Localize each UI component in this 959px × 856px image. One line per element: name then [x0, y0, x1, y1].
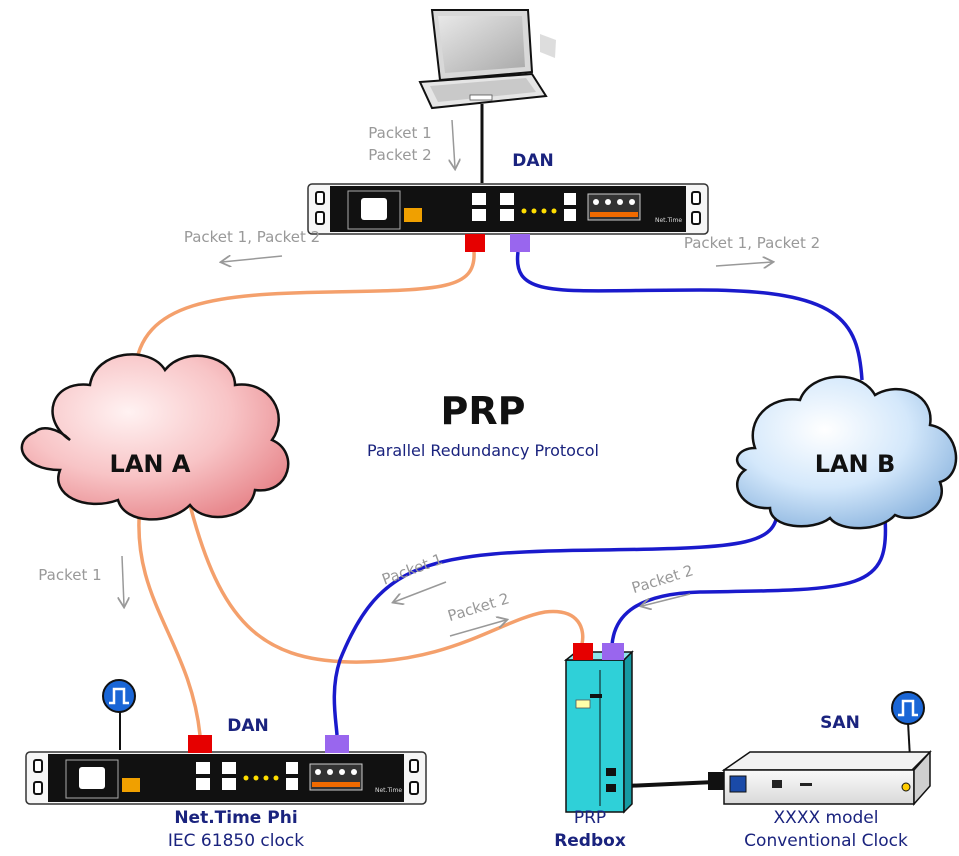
top-dan-switch: Net.Time: [307, 183, 709, 235]
page-title: PRP: [441, 389, 526, 433]
top-switch-role: DAN: [512, 151, 554, 171]
redbox-label-2: Redbox: [554, 831, 626, 851]
prp-redbox: [563, 650, 634, 814]
arrow-mid-1: [394, 581, 447, 602]
bottom-clock-desc: IEC 61850 clock: [168, 831, 304, 851]
arrow-mid-2: [449, 620, 506, 637]
lan-a-cable-redbox: [188, 504, 585, 664]
top-port-b: [510, 234, 530, 252]
packet-left-top: Packet 1, Packet 2: [184, 228, 320, 246]
redbox-san-cable: [625, 780, 716, 788]
lan-b-cable-redbox: [610, 517, 888, 646]
san-label-1: XXXX model: [774, 808, 879, 828]
san-role: SAN: [820, 713, 860, 733]
san-conventional-clock: [721, 750, 932, 806]
clock-port-b: [325, 735, 349, 753]
top-switch-brand: Net.Time: [655, 217, 682, 224]
packet-right-top: Packet 1, Packet 2: [684, 234, 820, 252]
lan-a-label: LAN A: [110, 450, 191, 478]
lan-b-cable-top: [515, 251, 864, 381]
san-label-2: Conventional Clock: [744, 831, 908, 851]
page-subtitle: Parallel Redundancy Protocol: [367, 441, 599, 460]
top-port-a: [465, 234, 485, 252]
redbox-port-b: [602, 643, 624, 660]
arrow-right-2: [642, 593, 691, 606]
lan-b-cloud: [735, 375, 958, 530]
arrow-right-top: [715, 262, 772, 266]
arrow-laptop: [452, 119, 455, 168]
lan-b-label: LAN B: [815, 450, 896, 478]
cables: [119, 104, 911, 790]
laptop-icon: [418, 9, 556, 110]
bottom-dan-clock: Net.Time: [25, 751, 427, 805]
redbox-port-a: [573, 643, 593, 660]
packet-mid-1: Packet 1: [379, 550, 445, 589]
redbox-label-1: PRP: [574, 808, 606, 828]
packet-mid-2: Packet 2: [446, 589, 512, 625]
arrow-left-top: [222, 256, 283, 262]
lan-a-cloud: [20, 353, 290, 521]
bottom-clock-name: Net.Time Phi: [174, 808, 297, 828]
clock-port-a: [188, 735, 212, 753]
lan-a-cable-top: [133, 251, 476, 373]
packet-laptop-2: Packet 2: [368, 146, 431, 164]
lan-a-cable-clock: [137, 504, 202, 736]
clock-pulse-icon: [102, 679, 136, 713]
bottom-clock-brand: Net.Time: [375, 787, 402, 794]
lan-b-cable-clock: [332, 504, 780, 736]
san-pulse-icon: [891, 691, 925, 725]
arrow-lan-a-down: [122, 555, 124, 606]
packet-lan-a-down: Packet 1: [38, 566, 101, 584]
packet-laptop-1: Packet 1: [368, 124, 431, 142]
cable-plug: [708, 772, 726, 790]
bottom-clock-role: DAN: [227, 716, 269, 736]
